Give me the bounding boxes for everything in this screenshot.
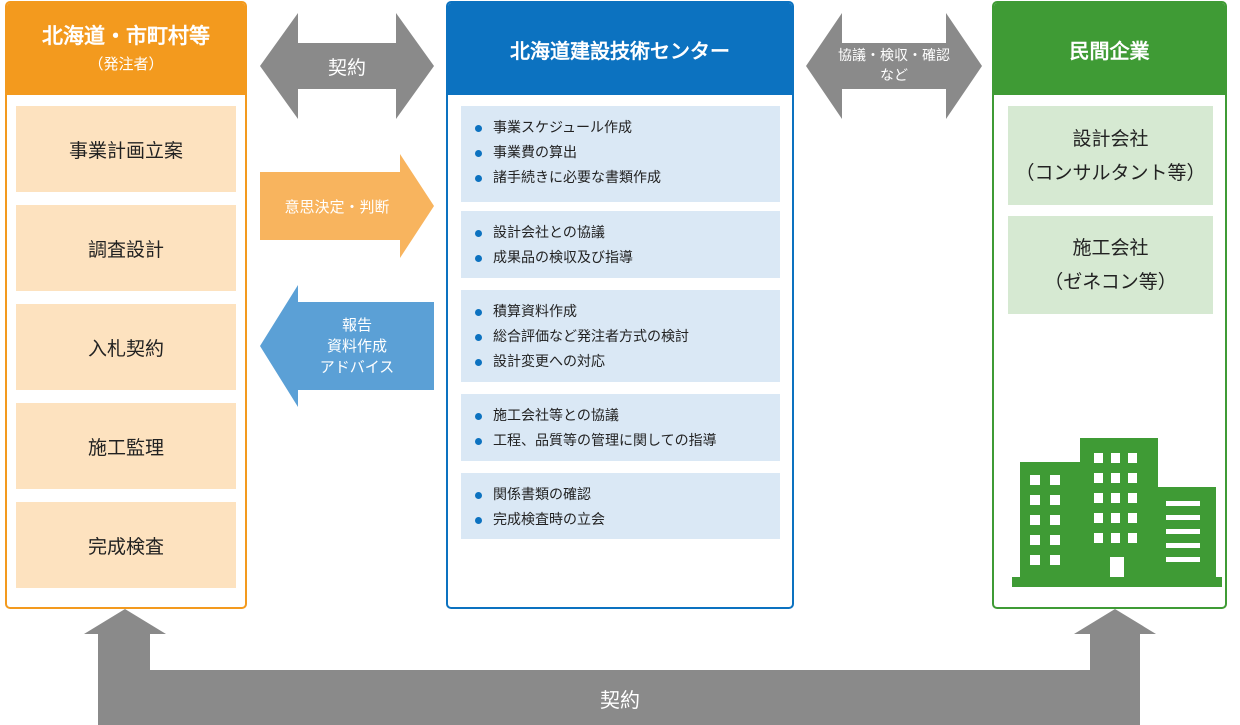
center-panel: 北海道建設技術センター 事業スケジュール作成 事業費の算出 諸手続きに必要な書類… — [446, 1, 794, 609]
list-item: 設計変更への対応 — [471, 350, 772, 375]
list-item: 施工会社等との協議 — [471, 404, 772, 429]
step-construction-supervision: 施工監理 — [16, 403, 236, 489]
contract-label: 契約 — [327, 56, 366, 79]
private-company-title: 民間企業 — [1069, 38, 1150, 63]
private-company-header: 民間企業 — [994, 3, 1225, 95]
task-text: 諸手続きに必要な書類作成 — [493, 170, 661, 186]
list-item: 設計会社との協議 — [471, 221, 772, 246]
task-text: 関係書類の確認 — [493, 487, 591, 503]
consult-label: 協議・検収・確認 など — [818, 43, 970, 89]
task-group-inspection: 関係書類の確認 完成検査時の立会 — [461, 473, 780, 539]
decision-arrow — [260, 154, 434, 258]
consult-double-arrow — [806, 13, 982, 119]
task-text: 積算資料作成 — [493, 304, 577, 320]
task-group-estimate: 積算資料作成 総合評価など発注者方式の検討 設計変更への対応 — [461, 290, 780, 382]
bullet-icon — [475, 492, 482, 499]
bottom-contract-arrow — [84, 609, 1156, 725]
task-text: 事業費の算出 — [493, 145, 577, 161]
bullet-icon — [475, 125, 482, 132]
list-item: 完成検査時の立会 — [471, 508, 772, 533]
list-item: 工程、品質等の管理に関しての指導 — [471, 429, 772, 454]
list-item: 諸手続きに必要な書類作成 — [471, 166, 772, 191]
report-label-line3: アドバイス — [319, 357, 395, 376]
private-company-panel: 民間企業 設計会社 （コンサルタント等） 施工会社 （ゼネコン等） — [992, 1, 1227, 609]
bullet-icon — [475, 150, 482, 157]
bottom-contract-label: 契約 — [600, 687, 640, 712]
task-text: 完成検査時の立会 — [493, 512, 605, 528]
construction-company-box: 施工会社 （ゼネコン等） — [1008, 216, 1213, 314]
construction-company-name: 施工会社 — [1072, 237, 1149, 259]
task-group-design: 設計会社との協議 成果品の検収及び指導 — [461, 211, 780, 278]
bullet-icon — [475, 175, 482, 182]
step-survey-design: 調査設計 — [16, 205, 236, 291]
step-business-planning: 事業計画立案 — [16, 106, 236, 192]
list-item: 事業費の算出 — [471, 141, 772, 166]
task-text: 事業スケジュール作成 — [493, 120, 633, 136]
list-item: 事業スケジュール作成 — [471, 116, 772, 141]
client-title: 北海道・市町村等 — [42, 24, 210, 48]
consult-label-line1: 協議・検収・確認 — [838, 48, 950, 64]
office-buildings-icon — [1012, 438, 1222, 587]
client-panel: 北海道・市町村等 （発注者） 事業計画立案 調査設計 入札契約 施工監理 完成検… — [5, 1, 247, 609]
task-group-planning: 事業スケジュール作成 事業費の算出 諸手続きに必要な書類作成 — [461, 106, 780, 202]
contract-double-arrow — [260, 13, 434, 119]
decision-label: 意思決定・判断 — [284, 197, 390, 216]
center-header: 北海道建設技術センター — [448, 3, 792, 95]
design-company-note: （コンサルタント等） — [1015, 161, 1206, 184]
report-label-line1: 報告 — [341, 315, 372, 334]
step-completion-inspection: 完成検査 — [16, 502, 236, 588]
list-item: 関係書類の確認 — [471, 483, 772, 508]
bullet-icon — [475, 413, 482, 420]
bullet-icon — [475, 517, 482, 524]
task-group-construction: 施工会社等との協議 工程、品質等の管理に関しての指導 — [461, 394, 780, 461]
report-arrow — [260, 285, 434, 407]
task-text: 成果品の検収及び指導 — [493, 250, 633, 266]
bullet-icon — [475, 309, 482, 316]
bullet-icon — [475, 438, 482, 445]
bullet-icon — [475, 255, 482, 262]
list-item: 成果品の検収及び指導 — [471, 246, 772, 271]
task-text: 総合評価など発注者方式の検討 — [493, 329, 689, 345]
design-company-name: 設計会社 — [1072, 127, 1149, 150]
consult-label-line2: など — [880, 68, 908, 84]
step-bidding-contract: 入札契約 — [16, 304, 236, 390]
report-label-line2: 資料作成 — [326, 336, 387, 355]
bullet-icon — [475, 230, 482, 237]
design-company-box: 設計会社 （コンサルタント等） — [1008, 106, 1213, 205]
client-subtitle: （発注者） — [88, 55, 164, 73]
client-header: 北海道・市町村等 （発注者） — [7, 3, 245, 95]
task-text: 設計会社との協議 — [493, 225, 605, 241]
task-text: 工程、品質等の管理に関しての指導 — [493, 433, 717, 449]
bullet-icon — [475, 334, 482, 341]
construction-company-note: （ゼネコン等） — [1044, 271, 1177, 293]
task-text: 設計変更への対応 — [493, 354, 605, 370]
list-item: 積算資料作成 — [471, 300, 772, 325]
task-text: 施工会社等との協議 — [493, 408, 619, 424]
report-label: 報告 資料作成 アドバイス — [296, 310, 418, 382]
center-title: 北海道建設技術センター — [510, 38, 730, 63]
list-item: 総合評価など発注者方式の検討 — [471, 325, 772, 350]
bullet-icon — [475, 359, 482, 366]
